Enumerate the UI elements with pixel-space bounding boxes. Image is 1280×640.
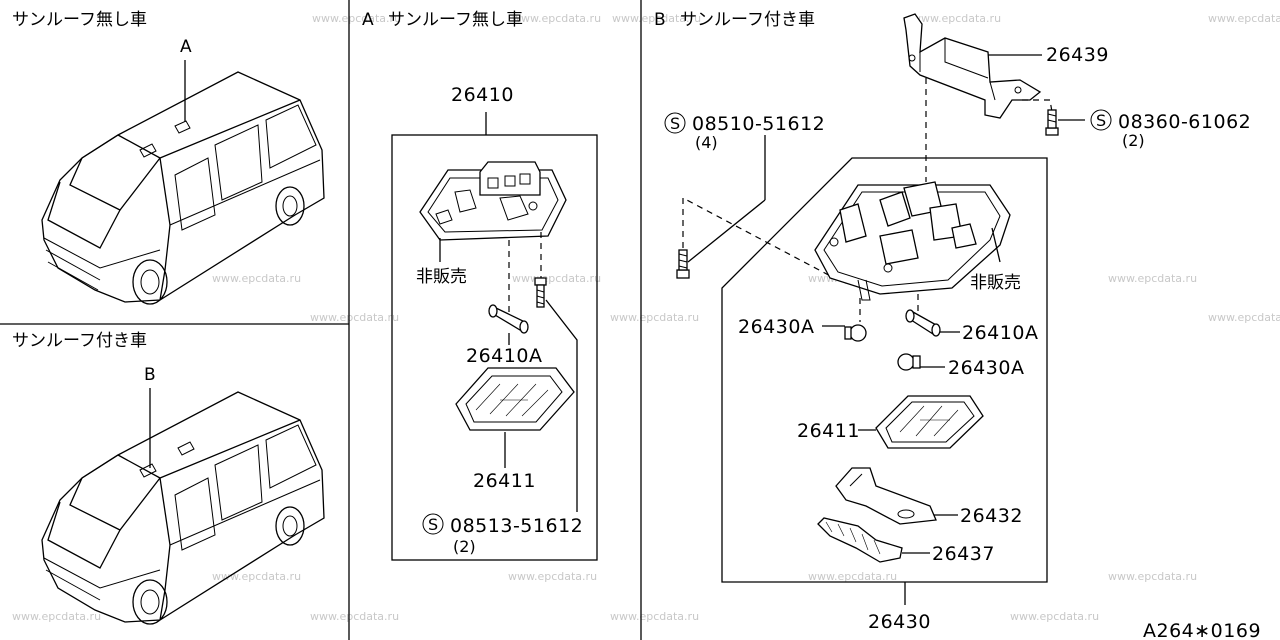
not-for-sale-label-b: 非販売 [970,273,1021,293]
panel-title-no-sunroof: サンルーフ無し車 [12,10,147,30]
lens-b [875,395,984,449]
watermark: www.epcdata.ru [1208,12,1280,25]
part-number-08510-51612: 08510-51612 [692,113,825,135]
watermark: www.epcdata.ru [508,570,597,583]
watermark: www.epcdata.ru [1208,311,1280,324]
part-number-08513-51612: 08513-51612 [450,515,583,537]
part-number-26430: 26430 [868,611,931,633]
part-number-26432: 26432 [960,505,1023,527]
part-number-26410a-b: 26410A [962,322,1038,344]
part-number-26430a-right: 26430A [948,357,1024,379]
detail-a-letter: A [362,10,374,30]
van-illustration-no-sunroof: A [41,37,325,305]
part-number-26437: 26437 [932,543,995,565]
callout-a: A [180,37,192,57]
detail-b-title: サンルーフ付き車 [680,10,815,30]
detail-a-title: サンルーフ無し車 [388,10,523,30]
watermark: www.epcdata.ru [212,570,301,583]
not-for-sale-label-a: 非販売 [416,267,467,287]
watermark: www.epcdata.ru [12,610,101,623]
mounting-bracket [903,13,1042,119]
screw-quantity-right: (2) [1122,131,1145,150]
watermark: www.epcdata.ru [610,311,699,324]
panel-title-sunroof: サンルーフ付き車 [12,331,147,351]
festoon-bulb-b [905,309,941,337]
screw-quantity-a: (2) [453,537,476,556]
watermark: www.epcdata.ru [310,610,399,623]
lens-a [455,367,575,431]
screw-symbol-left: S [670,114,680,133]
screw-quantity-left: (4) [695,133,718,152]
screw-left [676,249,690,279]
watermark: www.epcdata.ru [612,12,701,25]
watermark: www.epcdata.ru [912,12,1001,25]
diagram-code: A264∗0169 [1143,620,1261,640]
detail-a: 26410 非販売 26410A [391,84,598,561]
map-lamp-housing [419,161,567,241]
cover-26432 [835,467,937,525]
trim-26437 [817,517,903,563]
watermark: www.epcdata.ru [212,272,301,285]
watermark: www.epcdata.ru [610,610,699,623]
detail-b: 26439 S 08360-61062 (2) S 08510-51612 (4… [664,13,1251,633]
part-number-26430a-left: 26430A [738,316,814,338]
watermark: www.epcdata.ru [310,311,399,324]
watermark: www.epcdata.ru [512,12,601,25]
part-number-26411-b: 26411 [797,420,860,442]
watermark: www.epcdata.ru [312,12,401,25]
part-number-08360-61062: 08360-61062 [1118,111,1251,133]
watermark: www.epcdata.ru [1010,610,1099,623]
wedge-bulb-right [897,353,921,371]
part-number-26410: 26410 [451,84,514,106]
wedge-bulb-left [844,324,867,342]
watermark: www.epcdata.ru [1108,272,1197,285]
part-number-26411-a: 26411 [473,470,536,492]
screw-symbol-a: S [428,515,438,534]
part-number-26410a-a: 26410A [466,345,542,367]
part-number-26439: 26439 [1046,44,1109,66]
screw-a [534,277,547,308]
detail-b-letter: B [654,10,666,30]
watermark: www.epcdata.ru [512,272,601,285]
watermark: www.epcdata.ru [1108,570,1197,583]
festoon-bulb-a [488,304,529,334]
panel-dividers [0,0,642,640]
map-lamp-housing-b [814,181,1011,301]
screw-symbol-right: S [1096,111,1106,130]
callout-b: B [144,365,156,385]
screw-right [1045,109,1059,136]
watermark: www.epcdata.ru [808,570,897,583]
van-illustration-sunroof: B [41,365,325,625]
